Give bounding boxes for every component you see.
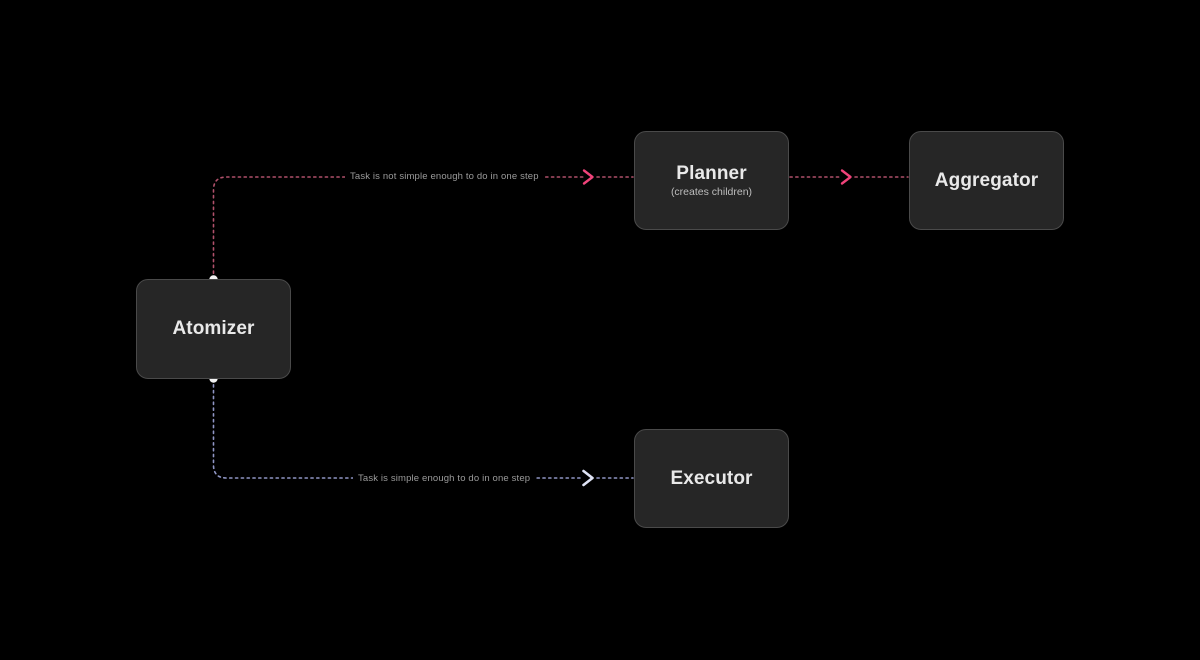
edge-label-not-simple: Task is not simple enough to do in one s… <box>345 170 544 183</box>
node-executor-title: Executor <box>670 467 753 489</box>
node-executor[interactable]: Executor <box>634 429 789 528</box>
node-planner[interactable]: Planner (creates children) <box>634 131 789 230</box>
edge-planner-to-aggregator-arrowhead <box>840 169 852 185</box>
node-planner-title: Planner <box>676 162 747 184</box>
edge-atomizer-to-planner-arrowhead <box>582 169 594 185</box>
edge-atomizer-to-executor-arrowhead <box>582 469 594 487</box>
node-atomizer[interactable]: Atomizer <box>136 279 291 379</box>
node-atomizer-title: Atomizer <box>172 318 255 340</box>
node-planner-subtitle: (creates children) <box>670 185 753 198</box>
edge-atomizer-to-executor-path <box>212 378 584 479</box>
edge-atomizer-to-planner-path <box>212 176 584 280</box>
node-aggregator-title: Aggregator <box>934 169 1039 191</box>
node-aggregator[interactable]: Aggregator <box>909 131 1064 230</box>
edge-label-simple: Task is simple enough to do in one step <box>353 472 536 485</box>
